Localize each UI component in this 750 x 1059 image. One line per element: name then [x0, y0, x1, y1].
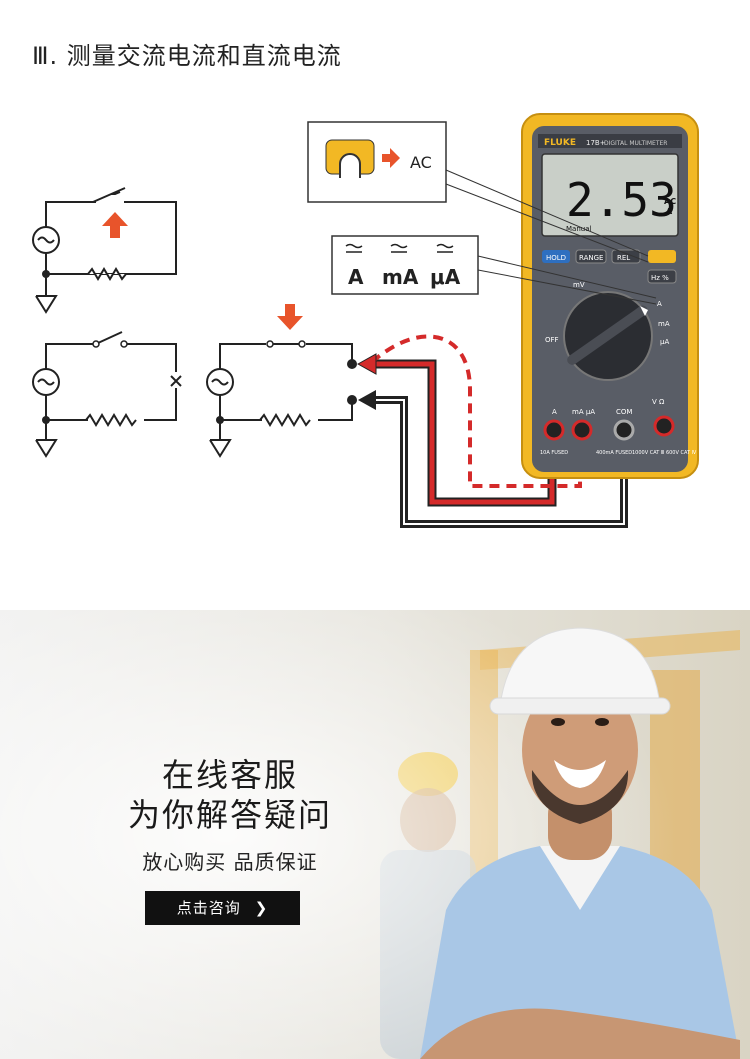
- dial-range-ma: mA: [658, 320, 670, 328]
- dial-range-a: A: [657, 300, 662, 308]
- brand-logo: FLUKE: [544, 138, 576, 148]
- circuit-2: [32, 343, 177, 458]
- jack-ma[interactable]: [571, 419, 593, 441]
- svg-text:REL: REL: [617, 254, 630, 262]
- svg-text:400mA FUSED: 400mA FUSED: [596, 450, 632, 456]
- circuit-3: [206, 343, 353, 458]
- svg-text:RANGE: RANGE: [579, 254, 603, 262]
- range-button[interactable]: [575, 249, 607, 264]
- ac-label: AC: [410, 153, 432, 172]
- svg-text:Hz %: Hz %: [651, 274, 669, 282]
- jack-com[interactable]: [613, 419, 635, 441]
- hz-button[interactable]: [647, 269, 677, 284]
- promo-headline-1: 在线客服: [161, 756, 298, 794]
- promo-headline-2: 为你解答疑问: [127, 796, 332, 834]
- multimeter: FLUKE 17B+ DIGITAL MULTIMETER 2.53 AC A …: [521, 113, 699, 479]
- finger-icon: [339, 153, 361, 178]
- worker-illustration: [420, 627, 740, 1059]
- model-label: 17B+: [586, 139, 606, 147]
- promo-subline: 放心购买 品质保证: [142, 850, 318, 874]
- rel-button[interactable]: [611, 249, 641, 264]
- hold-button[interactable]: [542, 250, 570, 263]
- red-probe-wire-dashed: [370, 334, 582, 488]
- jack-label-com: COM: [616, 408, 632, 416]
- dial-range-ua: μA: [660, 338, 669, 346]
- lcd-unit-bottom: A: [666, 207, 673, 216]
- range-ma-label: mA: [382, 265, 419, 289]
- dial-range-mv: mV: [573, 281, 585, 289]
- consult-button[interactable]: 点击咨询 ❯: [145, 891, 300, 925]
- jack-a[interactable]: [543, 419, 565, 441]
- banner-photo: [0, 610, 750, 1059]
- arrow-right-icon: [382, 148, 400, 168]
- jack-label-ma: mA μA: [572, 408, 595, 416]
- jack-v[interactable]: [653, 415, 675, 437]
- model-desc: DIGITAL MULTIMETER: [604, 140, 667, 147]
- chevron-right-icon: ❯: [254, 899, 269, 917]
- jack-label-v: V Ω: [652, 398, 665, 406]
- lcd-reading: 2.53: [566, 173, 677, 227]
- dial-off-label: OFF: [545, 336, 559, 344]
- svg-text:1000V CAT Ⅲ 600V CAT Ⅳ: 1000V CAT Ⅲ 600V CAT Ⅳ: [632, 450, 697, 456]
- arrow-down-icon: [277, 304, 303, 330]
- range-a-label: A: [348, 265, 364, 289]
- circuit-1: [32, 191, 177, 314]
- yellow-button[interactable]: [648, 250, 676, 263]
- section-title: Ⅲ. 测量交流电流和直流电流: [32, 42, 342, 70]
- support-banner: 在线客服 为你解答疑问 放心购买 品质保证 点击咨询 ❯: [0, 610, 750, 1059]
- consult-button-label: 点击咨询: [176, 899, 241, 917]
- callout-ranges: [331, 235, 479, 295]
- arrow-up-icon: [102, 212, 128, 238]
- range-ua-label: μA: [430, 265, 461, 289]
- jack-label-a: A: [552, 408, 557, 416]
- svg-text:HOLD: HOLD: [546, 254, 566, 262]
- svg-text:10A FUSED: 10A FUSED: [540, 450, 568, 456]
- lcd-unit-top: AC: [664, 197, 676, 206]
- lcd-mode: Manual: [566, 225, 591, 233]
- multimeter-diagram: FLUKE 17B+ DIGITAL MULTIMETER 2.53 AC A …: [32, 113, 699, 528]
